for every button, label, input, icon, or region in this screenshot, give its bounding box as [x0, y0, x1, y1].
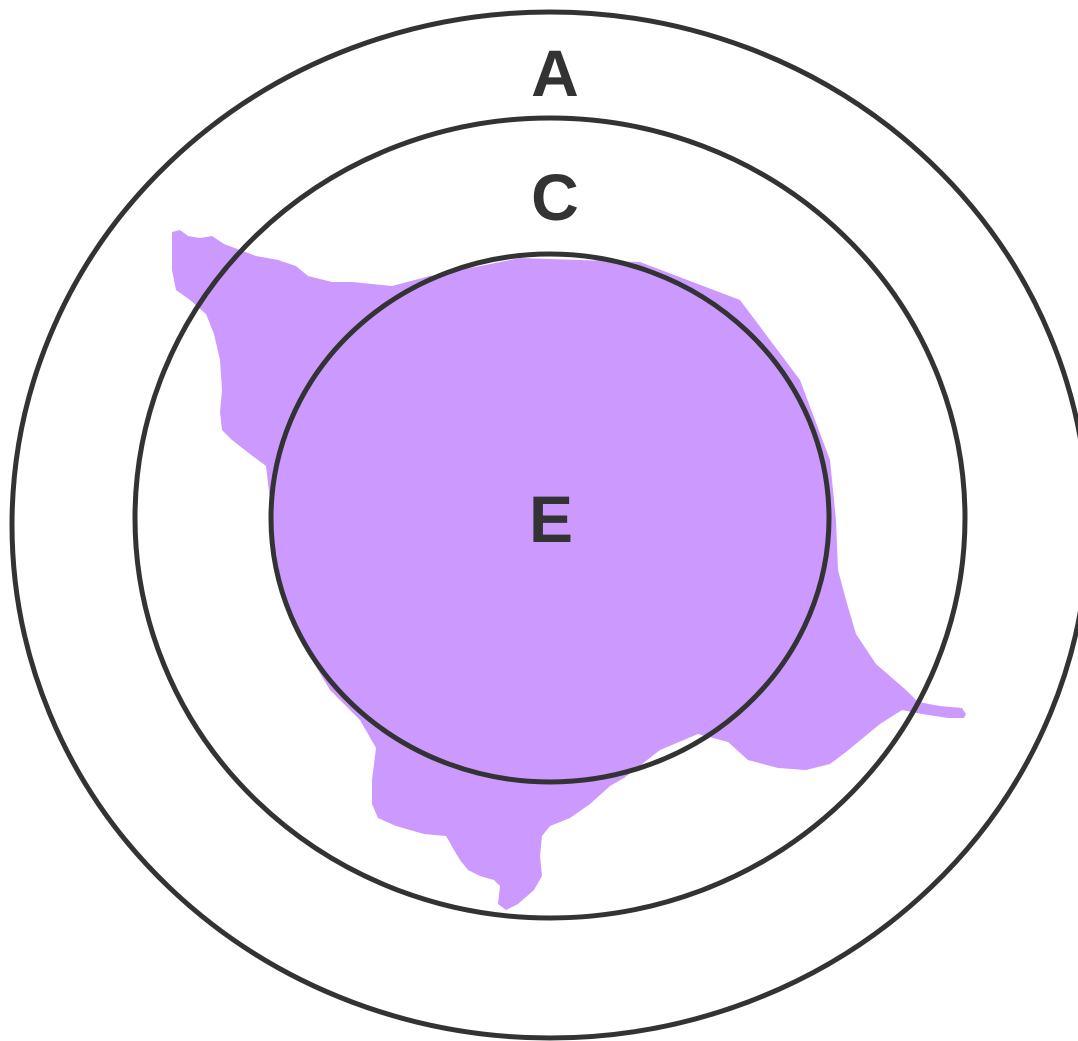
label-inner: E — [529, 482, 573, 556]
inner-ellipse — [268, 251, 832, 785]
outer-ellipse — [9, 9, 1078, 1041]
highlight-region — [172, 230, 966, 910]
middle-ellipse — [132, 115, 968, 921]
label-outer: A — [531, 36, 579, 110]
label-middle: C — [531, 160, 579, 234]
